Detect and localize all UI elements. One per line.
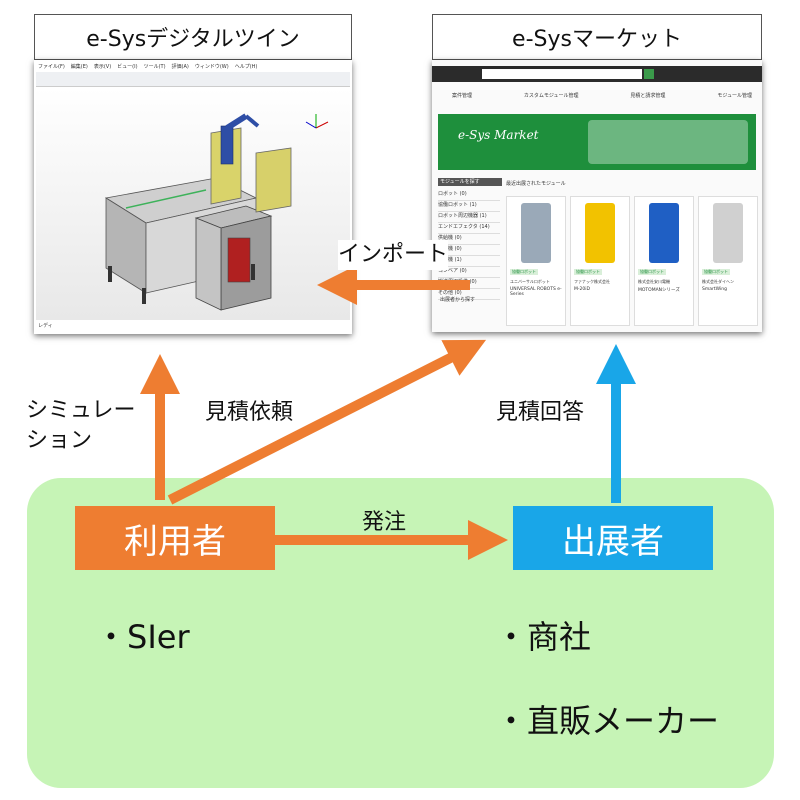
twin-menu-item[interactable]: ウィンドウ(W) bbox=[194, 64, 229, 70]
product-card[interactable]: 協働ロボット株式会社ダイヘン SmartWing bbox=[698, 196, 758, 326]
exhibitor-bullet-maker: ・直販メーカー bbox=[495, 702, 720, 740]
simulation-label: シミュレー ション bbox=[26, 398, 136, 453]
user-bullet-sier: ・SIer bbox=[95, 618, 190, 656]
twin-screenshot: ファイル(F) 編集(E) 表示(V) ビュー(I) ツール(T) 評価(A) ウィンドウ(… bbox=[34, 60, 352, 334]
sidebar-item[interactable]: エンドエフェクタ (14) bbox=[438, 223, 500, 234]
product-name: M-20iD bbox=[574, 287, 590, 292]
market-title: e-Sysマーケット bbox=[512, 27, 682, 52]
exhibitor-bullet-trading: ・商社 bbox=[495, 618, 592, 656]
product-image bbox=[585, 203, 615, 263]
product-vendor: ユニバーサルロボット bbox=[510, 279, 550, 284]
product-card[interactable]: 協働ロボットユニバーサルロボット UNIVERSAL ROBOTS e-Serie… bbox=[506, 196, 566, 326]
sidebar-item[interactable]: コンベア (0) bbox=[438, 267, 500, 278]
product-card[interactable]: 協働ロボット株式会社安川電機 MOTOMANシリーズ bbox=[634, 196, 694, 326]
twin-menubar: ファイル(F) 編集(E) 表示(V) ビュー(I) ツール(T) 評価(A) ウィンドウ(… bbox=[38, 63, 263, 70]
twin-menu-item[interactable]: ファイル(F) bbox=[38, 64, 65, 70]
quote-reply-label: 見積回答 bbox=[496, 400, 585, 425]
product-badge: 協働ロボット bbox=[638, 269, 666, 275]
twin-menu-item[interactable]: 編集(E) bbox=[70, 64, 88, 70]
twin-menu-item[interactable]: ツール(T) bbox=[143, 64, 166, 70]
market-nav-item[interactable]: 案件管理 bbox=[452, 93, 473, 99]
sidebar-item[interactable]: 供給機 (0) bbox=[438, 234, 500, 245]
product-badge: 協働ロボット bbox=[702, 269, 730, 275]
twin-viewport bbox=[36, 88, 350, 320]
market-search-input[interactable] bbox=[482, 69, 642, 79]
product-vendor: 株式会社ダイヘン bbox=[702, 279, 734, 284]
product-name: UNIVERSAL ROBOTS e-Series bbox=[510, 287, 562, 297]
twin-menu-item[interactable]: 評価(A) bbox=[171, 64, 189, 70]
sidebar-item[interactable]: 協働ロボット (1) bbox=[438, 201, 500, 212]
banner-logo: e-Sys Market bbox=[458, 128, 539, 142]
product-badge: 協働ロボット bbox=[574, 269, 602, 275]
product-card[interactable]: 協働ロボットファナック株式会社 M-20iD bbox=[570, 196, 630, 326]
user-role-box: 利用者 bbox=[75, 506, 275, 570]
quote-request-arrow bbox=[167, 339, 487, 505]
product-image bbox=[649, 203, 679, 263]
section-title: 最近出展されたモジュール bbox=[506, 181, 566, 187]
import-label: インポート bbox=[338, 240, 449, 270]
market-nav-item[interactable]: モジュール管理 bbox=[717, 93, 752, 99]
twin-status-bar: レディ bbox=[38, 323, 53, 329]
product-image bbox=[521, 203, 551, 263]
product-name: SmartWing bbox=[702, 287, 727, 292]
product-vendor: ファナック株式会社 bbox=[574, 279, 610, 284]
quote-request-label: 見積依頼 bbox=[205, 400, 294, 425]
market-header bbox=[432, 66, 762, 82]
sidebar-item[interactable]: 搬送機 (1) bbox=[438, 256, 500, 267]
twin-menu-item[interactable]: ビュー(I) bbox=[117, 64, 138, 70]
order-label: 発注 bbox=[362, 510, 407, 535]
sidebar-item[interactable]: ロボット周辺機器 (1) bbox=[438, 212, 500, 223]
market-title-box: e-Sysマーケット bbox=[432, 14, 762, 60]
twin-title: e-Sysデジタルツイン bbox=[86, 27, 300, 52]
sidebar-footer-link[interactable]: 出展者から探す bbox=[440, 297, 476, 303]
sidebar-title: モジュールを探す bbox=[438, 178, 502, 186]
market-nav: 案件管理 カスタムモジュール管理 見積と請求管理 モジュール管理 bbox=[452, 92, 752, 99]
search-icon[interactable] bbox=[644, 69, 654, 79]
twin-menu-item[interactable]: 表示(V) bbox=[93, 64, 112, 70]
product-badge: 協働ロボット bbox=[510, 269, 538, 275]
twin-title-box: e-Sysデジタルツイン bbox=[34, 14, 352, 60]
market-nav-item[interactable]: カスタムモジュール管理 bbox=[523, 93, 579, 99]
market-screenshot: 案件管理 カスタムモジュール管理 見積と請求管理 モジュール管理 e-Sys Mark… bbox=[432, 60, 762, 332]
sidebar-item[interactable]: ロボット (0) bbox=[438, 190, 500, 201]
product-vendor: 株式会社安川電機 bbox=[638, 279, 670, 284]
product-grid: 協働ロボットユニバーサルロボット UNIVERSAL ROBOTS e-Serie… bbox=[506, 196, 758, 326]
sidebar-item[interactable]: 検査機 (0) bbox=[438, 245, 500, 256]
product-image bbox=[713, 203, 743, 263]
twin-menu-item[interactable]: ヘルプ(H) bbox=[234, 64, 258, 70]
exhibitor-role-label: 出展者 bbox=[562, 521, 664, 562]
sidebar-item[interactable]: その他 (0) bbox=[438, 289, 500, 300]
market-banner: e-Sys Market bbox=[438, 114, 756, 170]
banner-illustration bbox=[588, 120, 748, 164]
product-name: MOTOMANシリーズ bbox=[638, 288, 680, 293]
machine-3d-model-image bbox=[104, 113, 329, 311]
twin-toolbar bbox=[36, 72, 350, 87]
market-nav-item[interactable]: 見積と請求管理 bbox=[630, 93, 666, 99]
exhibitor-role-box: 出展者 bbox=[513, 506, 713, 570]
user-role-label: 利用者 bbox=[124, 521, 226, 562]
